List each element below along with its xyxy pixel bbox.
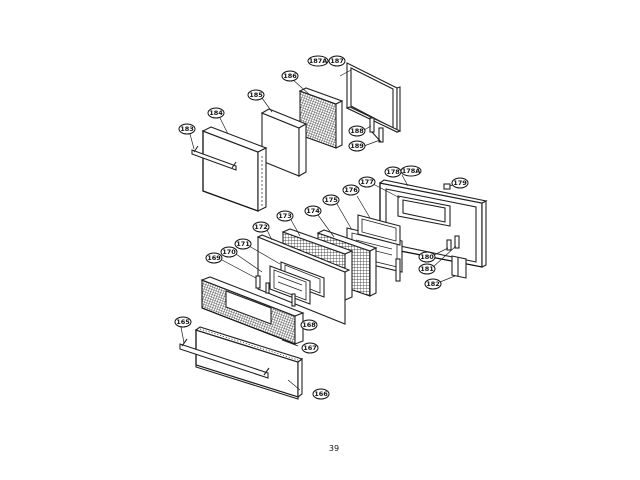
part-185-inner-panel	[260, 97, 308, 177]
part-169-clip	[221, 259, 261, 289]
callout-181: 181	[418, 263, 436, 275]
svg-text:172: 172	[254, 223, 268, 231]
svg-text:179: 179	[453, 179, 467, 187]
callout-186: 186	[281, 70, 299, 82]
callout-179: 179	[451, 177, 469, 189]
callout-180: 180	[418, 251, 436, 263]
svg-text:182: 182	[426, 280, 440, 288]
callout-189: 189	[348, 140, 366, 152]
callout-171: 171	[234, 238, 252, 250]
page-number: 39	[329, 444, 339, 453]
svg-text:183: 183	[180, 125, 194, 133]
part-184-drawer-front	[201, 117, 268, 212]
callout-175: 175	[322, 194, 340, 206]
callout-182: 182	[424, 278, 442, 290]
callout-168: 168	[300, 319, 318, 331]
svg-text:188: 188	[350, 127, 364, 135]
callout-165: 165	[174, 316, 192, 328]
part-167-baffle	[200, 276, 305, 347]
svg-text:187: 187	[330, 57, 344, 65]
svg-text:167: 167	[303, 344, 317, 352]
part-170-171-window-glass	[235, 245, 325, 307]
svg-text:170: 170	[222, 248, 236, 256]
svg-text:189: 189	[350, 142, 364, 150]
callout-188: 188	[348, 125, 366, 137]
part-183-handle	[189, 133, 237, 171]
callout-170: 170	[220, 246, 238, 258]
part-186-insulation	[291, 78, 344, 149]
svg-text:173: 173	[278, 212, 292, 220]
svg-text:177: 177	[360, 178, 374, 186]
svg-text:166: 166	[314, 390, 328, 398]
svg-text:187A: 187A	[309, 57, 328, 65]
callout-187: 187	[328, 55, 346, 67]
callout-172: 172	[252, 221, 270, 233]
svg-text:186: 186	[283, 72, 297, 80]
svg-text:185: 185	[249, 91, 263, 99]
callout-184: 184	[207, 107, 225, 119]
callout-166: 166	[312, 388, 330, 400]
svg-text:176: 176	[344, 186, 358, 194]
callout-178: 178	[384, 166, 402, 178]
svg-text:168: 168	[302, 321, 316, 329]
callout-176: 176	[342, 184, 360, 196]
callout-169: 169	[205, 252, 223, 264]
svg-text:165: 165	[176, 318, 190, 326]
callout-178a: 178A	[400, 165, 422, 177]
part-188-189-brackets	[363, 117, 384, 147]
svg-text:174: 174	[306, 207, 320, 215]
svg-text:180: 180	[420, 253, 434, 261]
part-180-181-clips	[431, 235, 460, 269]
callout-187a: 187A	[307, 55, 329, 67]
part-165-door-handle	[179, 326, 270, 379]
svg-text:178: 178	[386, 168, 400, 176]
callout-173: 173	[276, 210, 294, 222]
part-166-outer-door	[194, 326, 304, 400]
svg-text:169: 169	[207, 254, 221, 262]
callout-167: 167	[301, 342, 319, 354]
part-182-hinge	[439, 255, 467, 283]
callout-185: 185	[247, 89, 265, 101]
svg-text:175: 175	[324, 196, 338, 204]
callout-183: 183	[178, 123, 196, 135]
callout-177: 177	[358, 176, 376, 188]
callout-174: 174	[304, 205, 322, 217]
svg-text:184: 184	[209, 109, 223, 117]
svg-text:181: 181	[420, 265, 434, 273]
svg-text:171: 171	[236, 240, 250, 248]
svg-text:178A: 178A	[402, 167, 421, 175]
part-177-window-liner	[372, 183, 451, 227]
